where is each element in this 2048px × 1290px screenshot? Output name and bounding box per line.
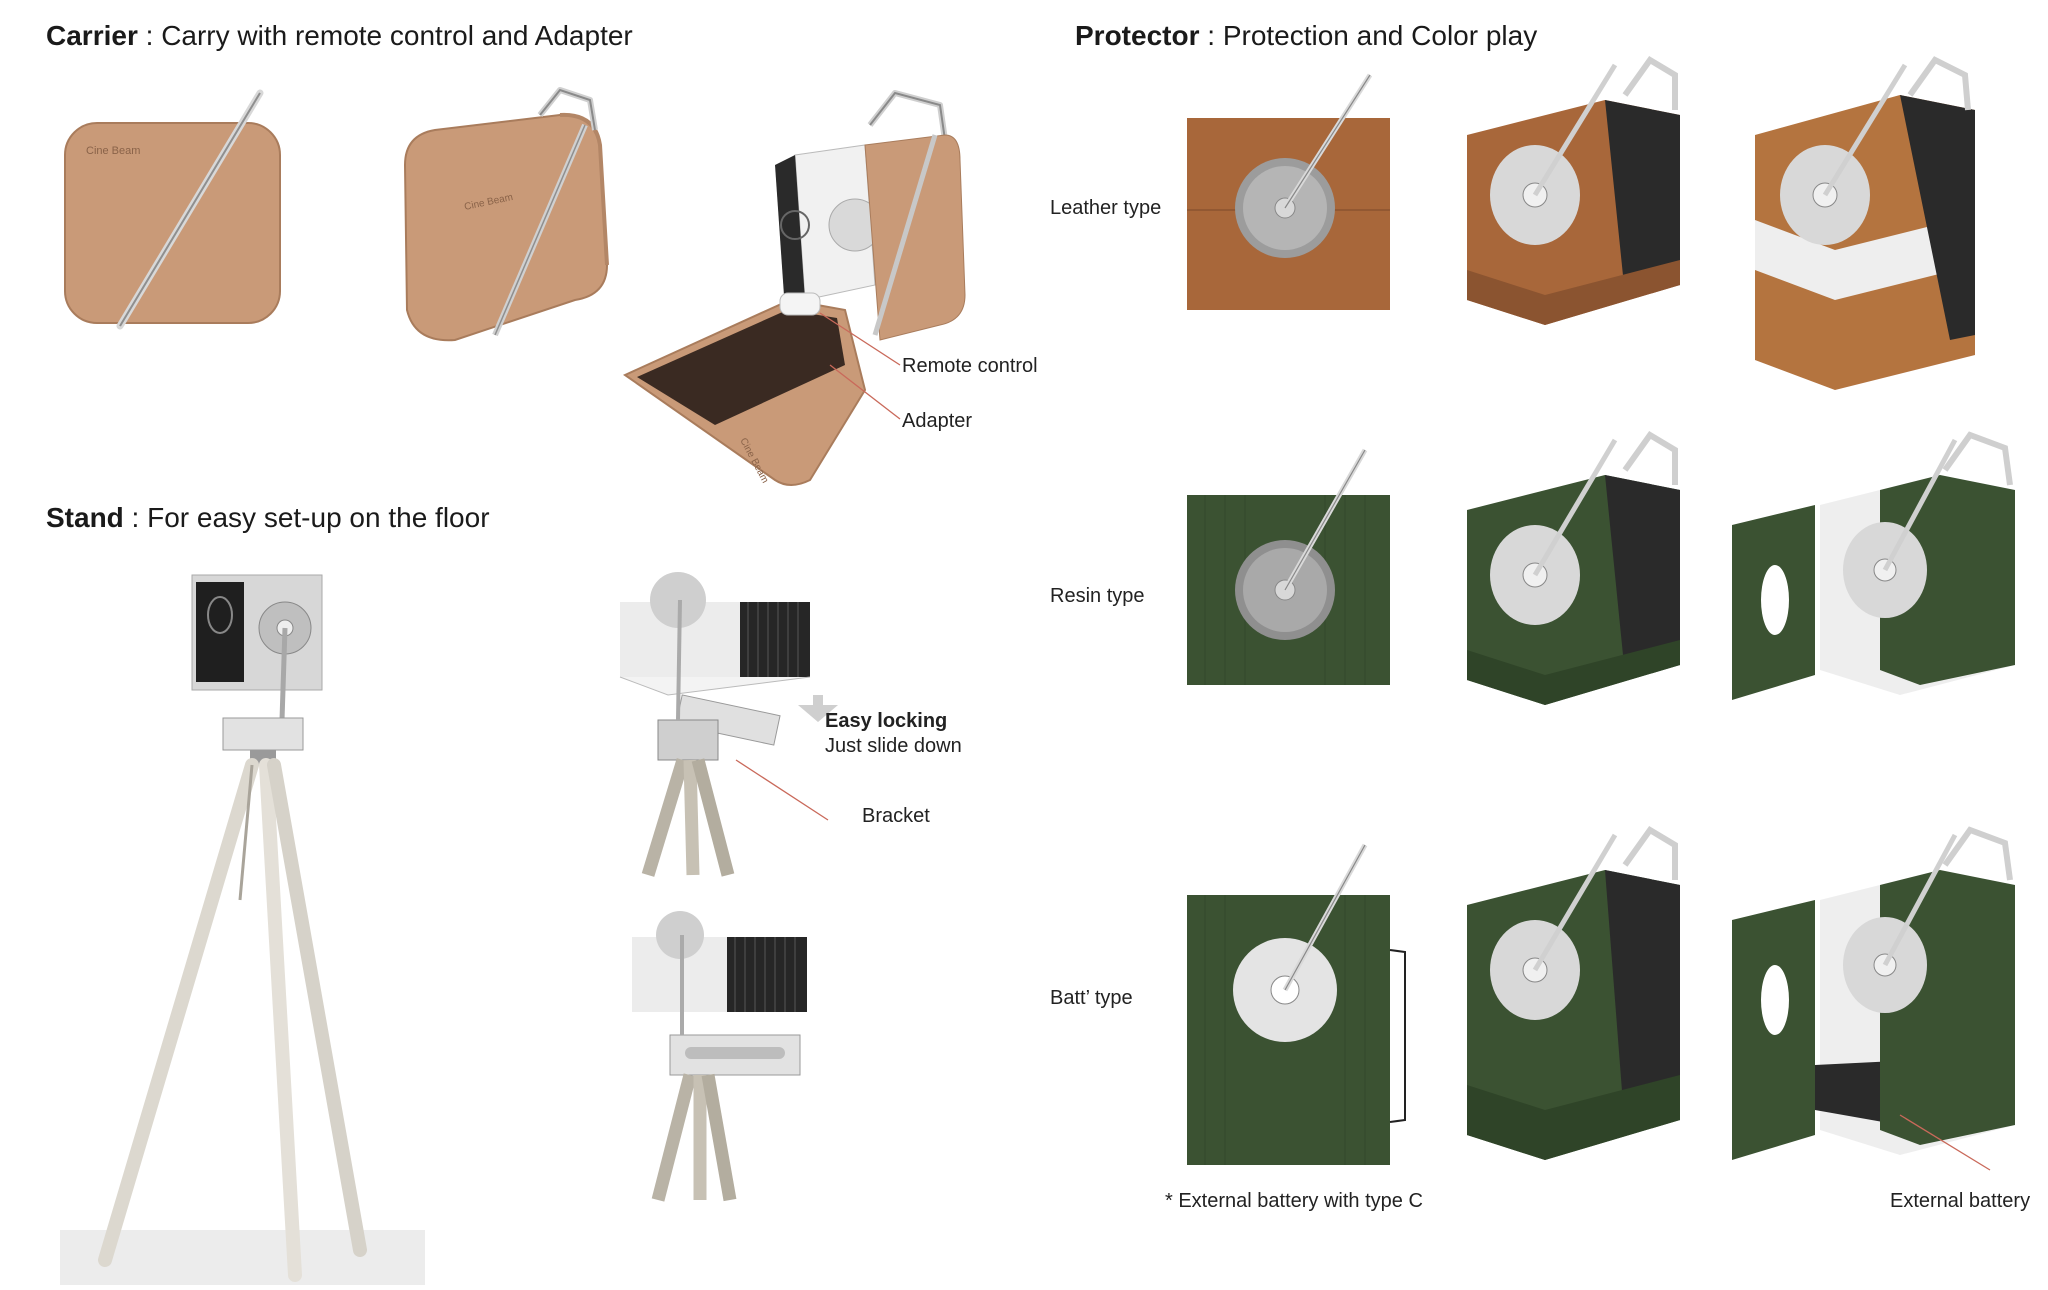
carrier-title: Carrier : Carry with remote control and … [46, 20, 633, 51]
leather-type-label: Leather type [1050, 197, 1162, 219]
leather-open-illustration [1755, 56, 1975, 390]
external-battery-label: External battery [1890, 1190, 2031, 1212]
resin-open-illustration [1732, 431, 2015, 700]
batt-type-label: Batt’ type [1050, 987, 1133, 1009]
protector-title: Protector : Protection and Color play [1075, 20, 1538, 51]
bracket-locking-illustration [619, 572, 838, 877]
resin-type-label: Resin type [1050, 585, 1145, 607]
carrier-open-illustration: Cine Beam [622, 90, 966, 486]
carrier-front-illustration: Cine Beam [64, 89, 281, 330]
leather-front-illustration [1187, 73, 1390, 310]
adapter-label: Adapter [902, 410, 973, 432]
stand-title: Stand : For easy set-up on the floor [46, 502, 490, 533]
resin-front-illustration [1187, 448, 1390, 685]
leather-angled-illustration [1467, 56, 1680, 325]
resin-angled-illustration [1467, 431, 1680, 705]
carrier-brand-logo: Cine Beam [86, 145, 140, 157]
bracket-locked-illustration [632, 911, 807, 1202]
slide-down-label: Just slide down [825, 735, 962, 757]
batt-angled-illustration [1467, 826, 1680, 1160]
batt-front-illustration [1187, 843, 1406, 1165]
batt-open-illustration [1732, 826, 2015, 1171]
remote-control-label: Remote control [902, 355, 1038, 377]
battery-note: * External battery with type C [1165, 1190, 1423, 1212]
bracket-label: Bracket [862, 805, 930, 827]
tripod-stand-illustration [60, 574, 425, 1285]
easy-locking-label: Easy locking [825, 710, 948, 732]
carrier-angled-illustration: Cine Beam [403, 87, 609, 342]
